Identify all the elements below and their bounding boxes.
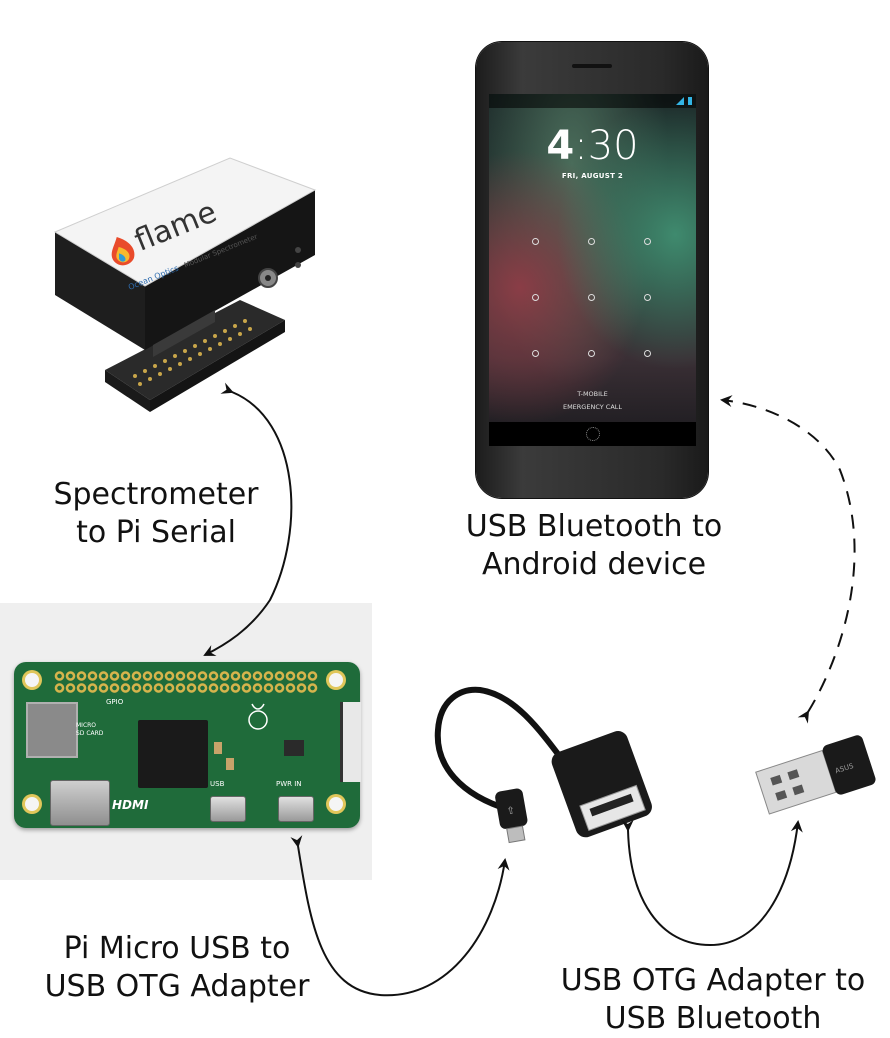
sd-label: MICRO SD CARD xyxy=(76,722,104,737)
mount-hole xyxy=(25,797,39,811)
label-line: USB Bluetooth xyxy=(604,1001,822,1036)
component xyxy=(214,742,222,754)
label-bluetooth-to-android: USB Bluetooth to Android device xyxy=(454,508,734,584)
component xyxy=(226,758,234,770)
pwr-label: PWR IN xyxy=(276,780,302,788)
label-otg-to-bluetooth: USB OTG Adapter to USB Bluetooth xyxy=(548,962,878,1038)
label-line: Android device xyxy=(481,547,707,582)
hdmi-label: HDMI xyxy=(112,798,149,812)
camera-connector xyxy=(340,702,361,782)
lock-clock: 4:30 xyxy=(489,124,696,168)
label-line: Pi Micro USB to xyxy=(63,931,291,966)
raspberry-logo-icon xyxy=(248,703,268,730)
cpu-chip xyxy=(138,720,208,788)
mini-hdmi-port xyxy=(50,780,110,826)
otg-cable xyxy=(434,686,573,813)
pattern-dot[interactable] xyxy=(532,238,539,245)
pattern-dot[interactable] xyxy=(644,238,651,245)
home-button-icon[interactable] xyxy=(586,427,600,441)
pattern-dot[interactable] xyxy=(644,350,651,357)
pattern-dot[interactable] xyxy=(532,294,539,301)
raspberry-pi-zero: GPIO MICRO SD CARD HDMI USB PWR IN xyxy=(14,662,361,828)
usb-label: USB xyxy=(210,780,225,788)
battery-icon xyxy=(688,97,692,105)
nav-bar xyxy=(489,422,696,446)
usb-otg-adapter: ⇧ xyxy=(434,686,652,844)
arrow-bluetooth-phone xyxy=(720,395,856,724)
pattern-dot[interactable] xyxy=(532,350,539,357)
phone-screen: 4:30 FRI, AUGUST 2 T-MOBILE EMERGENCY CA… xyxy=(489,94,696,446)
pattern-dot[interactable] xyxy=(644,294,651,301)
label-pi-to-otg: Pi Micro USB to USB OTG Adapter xyxy=(32,930,322,1006)
dongle-body xyxy=(822,735,876,795)
label-line: USB OTG Adapter to xyxy=(560,963,866,998)
status-bar xyxy=(489,94,696,108)
arrow-pi-otg xyxy=(290,835,510,997)
sd-card-slot xyxy=(26,702,78,758)
micro-usb-power-port xyxy=(278,796,314,822)
mount-hole xyxy=(25,673,39,687)
component xyxy=(284,740,304,756)
svg-text:⇧: ⇧ xyxy=(506,805,516,817)
spectrometer-pcb xyxy=(105,300,285,400)
mount-hole xyxy=(329,673,343,687)
label-line: USB Bluetooth to xyxy=(465,509,723,544)
label-line: USB OTG Adapter xyxy=(44,969,310,1004)
usb-a-female-housing xyxy=(551,731,652,838)
mount-hole xyxy=(329,797,343,811)
pattern-dot[interactable] xyxy=(588,350,595,357)
carrier-label: T-MOBILE xyxy=(577,390,608,398)
label-line: to Pi Serial xyxy=(76,515,236,550)
arrow-spectrometer-pi xyxy=(203,382,293,656)
unlock-pattern[interactable] xyxy=(529,235,659,365)
label-spectrometer-to-pi: Spectrometer to Pi Serial xyxy=(40,476,272,552)
gpio-header xyxy=(54,670,318,694)
spectrometer-image: flame Ocean Optics Modular Spectrometer xyxy=(53,157,317,412)
micro-usb-plug: ⇧ xyxy=(495,788,528,844)
clock-minutes: :30 xyxy=(574,123,639,169)
android-phone: 4:30 FRI, AUGUST 2 T-MOBILE EMERGENCY CA… xyxy=(476,42,708,498)
phone-earpiece xyxy=(572,64,612,68)
pattern-dot[interactable] xyxy=(588,294,595,301)
lock-date: FRI, AUGUST 2 xyxy=(561,172,624,180)
micro-usb-data-port xyxy=(210,796,246,822)
usb-bluetooth-dongle: ASUS xyxy=(755,735,876,815)
signal-icon xyxy=(676,97,684,105)
gpio-label: GPIO xyxy=(106,698,124,706)
clock-hour: 4 xyxy=(546,123,575,169)
emergency-call-button[interactable]: EMERGENCY CALL xyxy=(562,403,623,411)
pattern-dot[interactable] xyxy=(588,238,595,245)
arrow-otg-dongle xyxy=(621,819,803,947)
label-line: Spectrometer xyxy=(53,477,259,512)
